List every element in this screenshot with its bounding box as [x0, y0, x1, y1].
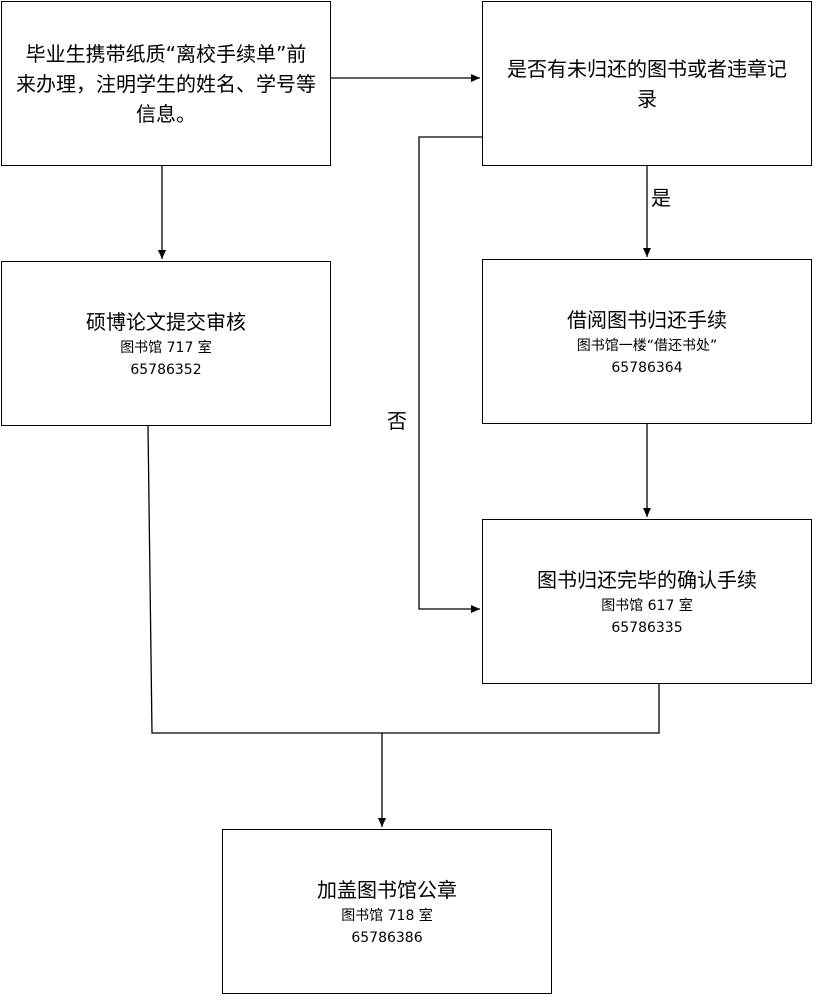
node-confirm-phone: 65786335 [611, 619, 683, 636]
node-seal-title: 加盖图书馆公章 [317, 877, 457, 902]
edge-label-yes: 是 [651, 186, 671, 210]
edge-label-no: 否 [387, 409, 407, 433]
node-borrow-title: 借阅图书归还手续 [567, 307, 727, 332]
merge-line-confirm [382, 684, 660, 734]
node-thesis-location: 图书馆 717 室 [120, 339, 212, 356]
node-return-books: 借阅图书归还手续 图书馆一楼“借还书处” 65786364 [482, 259, 812, 424]
node-start-text: 毕业生携带纸质“离校手续单”前来办理，注明学生的姓名、学号等信息。 [16, 41, 316, 126]
node-confirm-return: 图书归还完毕的确认手续 图书馆 617 室 65786335 [482, 519, 812, 684]
node-thesis-title: 硕博论文提交审核 [86, 309, 246, 334]
arrow-check-to-confirm [418, 136, 482, 613]
node-seal-phone: 65786386 [351, 929, 423, 946]
node-seal-location: 图书馆 718 室 [341, 907, 433, 924]
node-confirm-location: 图书馆 617 室 [601, 597, 693, 614]
node-check-text: 是否有未归还的图书或者违章记录 [507, 56, 787, 111]
node-borrow-phone: 65786364 [611, 359, 683, 376]
node-decision-check-records: 是否有未归还的图书或者违章记录 [482, 1, 812, 166]
node-start-submit-form: 毕业生携带纸质“离校手续单”前来办理，注明学生的姓名、学号等信息。 [1, 1, 331, 166]
node-thesis-review: 硕博论文提交审核 图书馆 717 室 65786352 [1, 261, 331, 426]
node-borrow-location: 图书馆一楼“借还书处” [576, 337, 718, 354]
node-confirm-title: 图书归还完毕的确认手续 [537, 567, 757, 592]
node-thesis-phone: 65786352 [130, 361, 202, 378]
merge-line-thesis [147, 425, 382, 734]
node-library-seal: 加盖图书馆公章 图书馆 718 室 65786386 [222, 829, 552, 994]
